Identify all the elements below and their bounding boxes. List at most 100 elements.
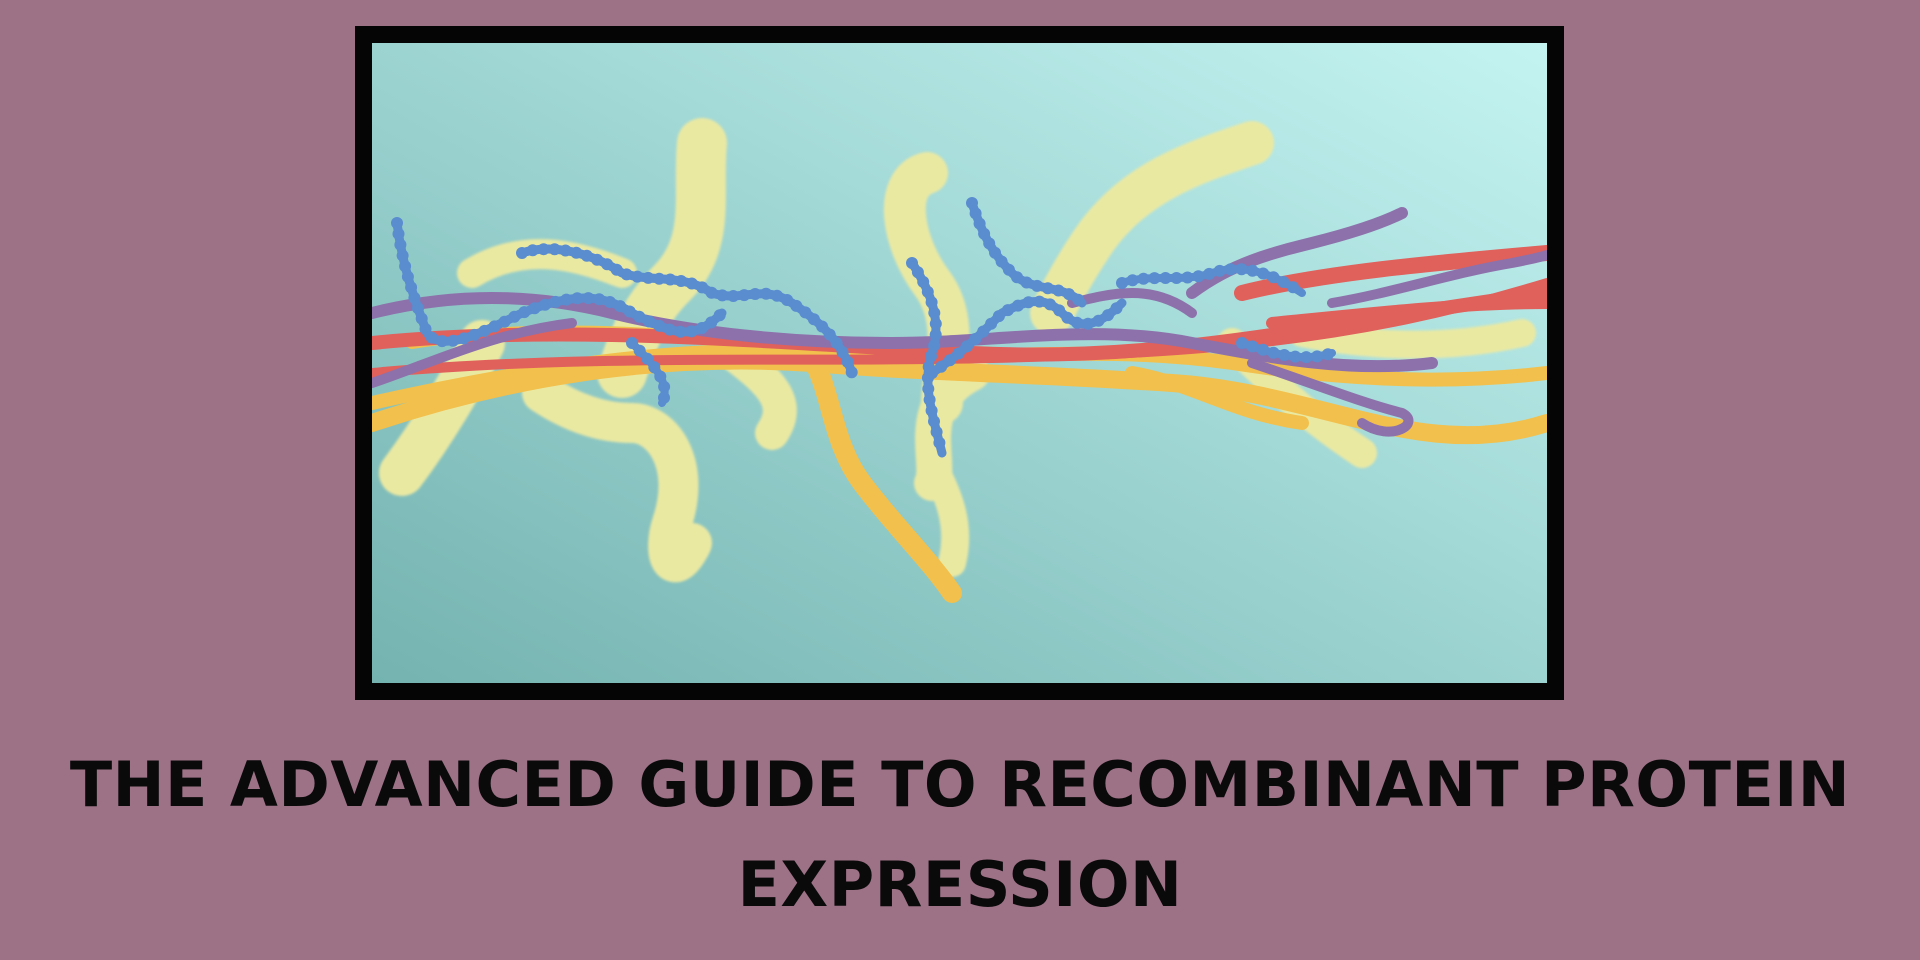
blue-bead: [419, 323, 432, 335]
blue-bead: [593, 293, 606, 306]
blue-bead: [696, 281, 709, 294]
blue-bead: [658, 380, 671, 393]
blue-bead: [641, 352, 654, 365]
blue-bead: [928, 306, 941, 319]
blue-bead: [921, 285, 934, 298]
gold-strand: [802, 348, 962, 603]
blue-bead: [911, 266, 924, 279]
blue-bead: [978, 227, 991, 240]
blue-bead: [1236, 337, 1248, 349]
blue-bead: [1246, 264, 1259, 277]
blue-bead: [973, 217, 986, 230]
blue-bead: [713, 309, 726, 322]
blue-bead: [928, 415, 940, 428]
protein-strands-illustration: [372, 43, 1547, 683]
blue-bead: [790, 299, 803, 312]
blue-bead: [781, 294, 794, 306]
blue-bead: [841, 356, 854, 368]
blue-bead: [925, 296, 938, 309]
blue-bead: [845, 366, 858, 379]
blue-bead: [923, 393, 936, 406]
title-line-2: EXPRESSION: [737, 848, 1183, 921]
blue-bead: [1062, 288, 1075, 301]
blue-bead: [977, 325, 990, 338]
blue-bead: [771, 289, 783, 302]
blue-bead: [537, 243, 550, 256]
red-strands-layer: [372, 245, 1547, 378]
blue-bead: [518, 306, 531, 319]
blue-bead: [603, 296, 616, 308]
pale-strand: [522, 373, 712, 583]
red-strand: [372, 286, 1547, 362]
blue-bead: [1022, 296, 1035, 309]
blue-bead: [922, 360, 935, 373]
blue-bead: [925, 350, 937, 363]
blue-bead: [653, 319, 666, 332]
blue-bead: [620, 268, 633, 281]
blue-bead: [966, 197, 978, 209]
blue-bead: [654, 370, 667, 383]
blue-bead: [675, 275, 688, 287]
blue-bead: [1256, 343, 1269, 356]
blue-bead: [528, 302, 541, 315]
blue-bead: [1053, 304, 1066, 317]
blue-bead: [1246, 340, 1259, 353]
blue-bead: [560, 293, 573, 306]
blue-bead: [685, 325, 698, 338]
blue-bead: [695, 322, 708, 334]
blue-bead: [935, 360, 948, 373]
blue-bead: [1213, 264, 1226, 277]
blue-bead: [539, 298, 551, 311]
blue-bead: [1102, 309, 1114, 322]
blue-bead: [830, 337, 843, 349]
blue-bead: [995, 255, 1008, 268]
red-strand: [1266, 297, 1547, 329]
blue-bead: [1277, 276, 1290, 288]
blue-bead: [399, 260, 412, 273]
blue-bead: [396, 249, 409, 262]
blue-bead: [626, 337, 638, 349]
blue-bead: [498, 315, 511, 328]
blue-bead: [601, 258, 614, 271]
blue-beads-layer: [391, 197, 1334, 449]
blue-bead: [749, 288, 762, 300]
purple-strand: [1247, 358, 1414, 437]
blue-bead: [643, 315, 656, 328]
blue-bead: [929, 328, 942, 341]
blue-bead: [623, 305, 636, 318]
blue-bead: [653, 272, 666, 285]
blue-bead: [674, 325, 687, 338]
blue-bead: [738, 289, 751, 302]
blue-bead: [663, 323, 676, 336]
blue-bead: [1203, 267, 1216, 280]
blue-bead: [1289, 350, 1302, 363]
blue-bead: [401, 270, 414, 283]
blue-bead: [571, 292, 584, 305]
blue-bead: [468, 328, 481, 341]
blue-bead: [447, 334, 460, 347]
blue-bead: [559, 244, 572, 257]
blue-bead: [457, 332, 470, 345]
blue-bead: [1181, 271, 1194, 284]
blue-bead: [928, 339, 941, 352]
blue-bead: [570, 246, 583, 259]
blue-bead: [1052, 284, 1065, 297]
blue-bead: [548, 243, 561, 256]
blue-bead: [933, 436, 946, 449]
blue-bead: [1041, 282, 1054, 295]
blue-bead: [1257, 267, 1270, 280]
blue-bead: [436, 335, 449, 348]
blue-bead: [394, 238, 407, 251]
blue-bead: [1224, 263, 1237, 276]
blue-bead: [508, 310, 521, 323]
blue-bead: [648, 361, 661, 374]
blue-bead: [992, 310, 1005, 323]
blue-bead: [969, 207, 982, 220]
blue-bead: [1033, 295, 1046, 308]
blue-bead: [930, 426, 943, 438]
blue-bead: [1011, 271, 1023, 284]
blue-bead: [1137, 272, 1150, 285]
blue-bead: [952, 347, 965, 360]
gold-strand: [372, 351, 1547, 445]
